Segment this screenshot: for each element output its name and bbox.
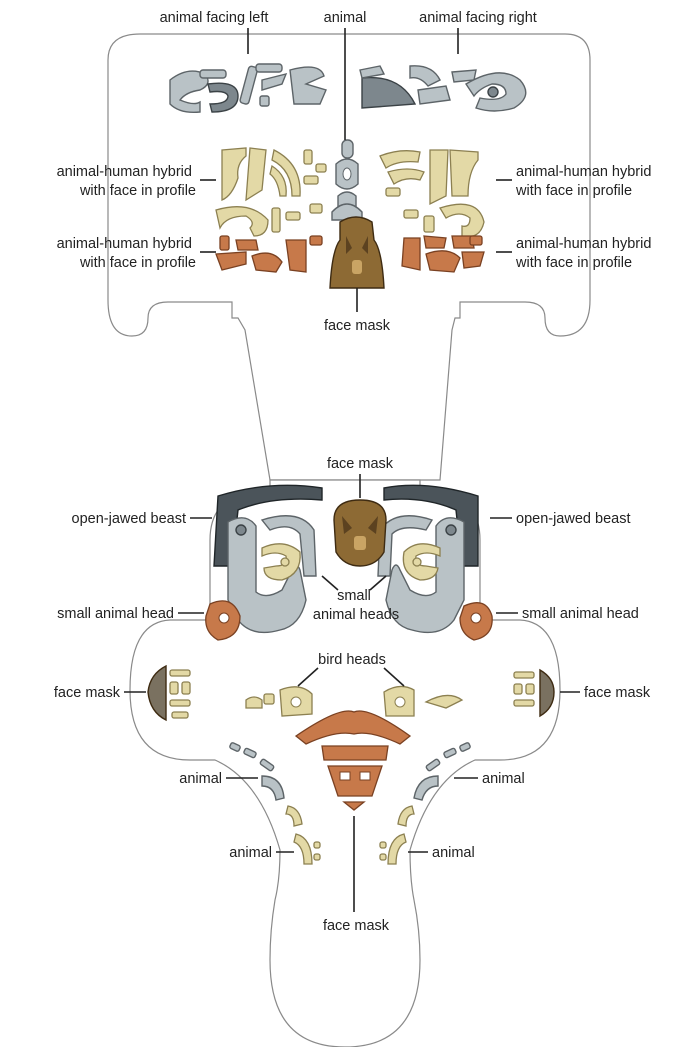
hybrid-lower-right: [402, 236, 484, 272]
label-small-animal-head-right: small animal head: [522, 606, 639, 622]
label-animal-facing-right: animal facing right: [419, 10, 537, 26]
label-face-mask-right: face mask: [584, 685, 651, 701]
label-animal-left-lower: animal: [229, 845, 272, 861]
face-mask-mid-art: [334, 500, 386, 566]
label-bird-heads: bird heads: [318, 652, 386, 668]
label-face-mask-upper: face mask: [324, 318, 391, 334]
label-animal-right-lower: animal: [432, 845, 475, 861]
label-animal-top: animal: [324, 10, 367, 26]
label-animal-left-upper: animal: [179, 771, 222, 787]
label-face-mask-mid: face mask: [327, 456, 394, 472]
guard-outline: [130, 480, 560, 1047]
label-open-jawed-beast-right: open-jawed beast: [516, 511, 630, 527]
label-animal-facing-left: animal facing left: [160, 10, 269, 26]
label-open-jawed-beast-left: open-jawed beast: [72, 511, 186, 527]
label-animal-right-upper: animal: [482, 771, 525, 787]
label-face-mask-left: face mask: [54, 685, 121, 701]
label-small-animal-head-left: small animal head: [57, 606, 174, 622]
label-face-mask-bottom: face mask: [323, 918, 390, 934]
